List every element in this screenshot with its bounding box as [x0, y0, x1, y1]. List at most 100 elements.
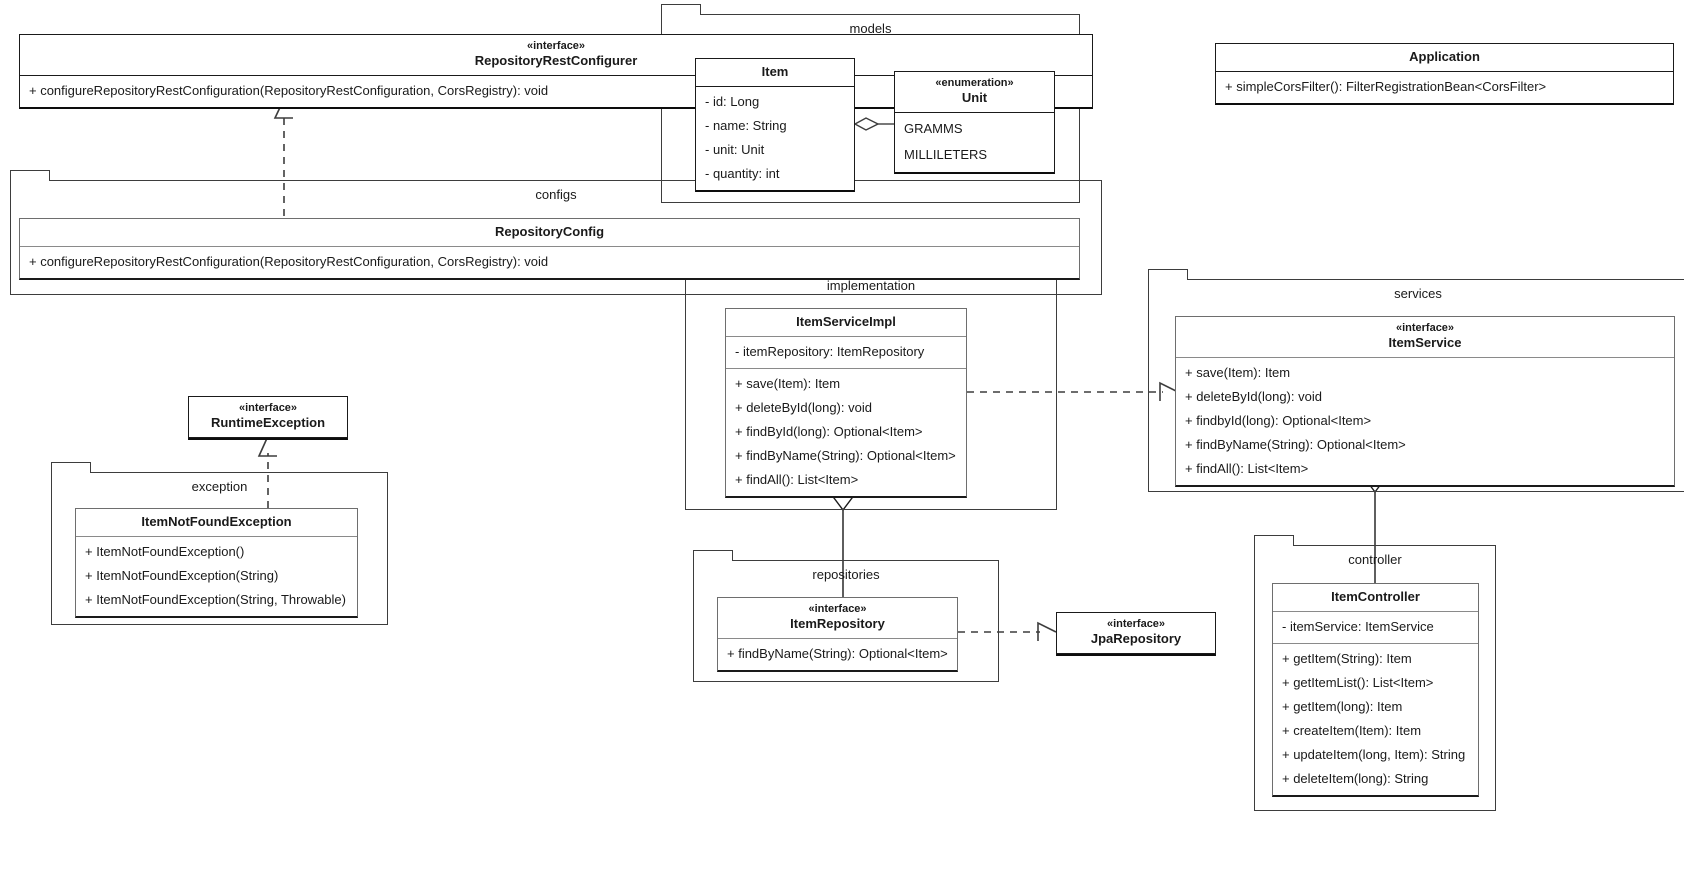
package-label: models — [849, 21, 892, 36]
class-title: RuntimeException — [210, 415, 326, 430]
operation-item: + deleteItem(long): String — [1282, 771, 1429, 786]
class-header: «interface» JpaRepository — [1057, 613, 1215, 654]
class-title: ItemRepository — [790, 616, 885, 631]
operations-compartment: + save(Item): Item + deleteById(long): v… — [1176, 358, 1674, 485]
package-tab — [51, 462, 91, 473]
operations-compartment: + configureRepositoryRestConfiguration(R… — [20, 76, 1092, 107]
attributes-compartment: - id: Long - name: String - unit: Unit -… — [696, 87, 854, 190]
class-item-repository[interactable]: «interface» ItemRepository + findByName(… — [717, 597, 958, 672]
class-title: ItemService — [1388, 335, 1462, 350]
attribute-item: - unit: Unit — [705, 142, 765, 157]
class-header: ItemController — [1273, 584, 1478, 612]
interface-stereotype-label: «interface» — [238, 402, 298, 414]
class-title: ItemServiceImpl — [796, 314, 896, 329]
class-header: Item — [696, 59, 854, 87]
class-header: «interface» RepositoryRestConfigurer — [20, 35, 1092, 76]
package-label: implementation — [826, 278, 916, 293]
class-title: RepositoryConfig — [494, 224, 605, 239]
operations-compartment: + configureRepositoryRestConfiguration(R… — [20, 247, 1079, 278]
operations-compartment: + ItemNotFoundException() + ItemNotFound… — [76, 537, 357, 616]
operation-item: + configureRepositoryRestConfiguration(R… — [29, 254, 549, 269]
class-header: «interface» ItemService — [1176, 317, 1674, 358]
operation-item: + updateItem(long, Item): String — [1282, 747, 1466, 762]
operation-item: + getItemList(): List<Item> — [1282, 675, 1434, 690]
class-item-service[interactable]: «interface» ItemService + save(Item): It… — [1175, 316, 1675, 487]
class-header: Application — [1216, 44, 1673, 72]
operation-item: + configureRepositoryRestConfiguration(R… — [29, 83, 549, 98]
class-title: ItemController — [1331, 589, 1420, 604]
class-item-not-found-exception[interactable]: ItemNotFoundException + ItemNotFoundExce… — [75, 508, 358, 618]
operation-item: + simpleCorsFilter(): FilterRegistration… — [1225, 79, 1547, 94]
package-services[interactable]: services — [1148, 269, 1684, 492]
package-label: configs — [535, 187, 577, 202]
package-label: repositories — [812, 567, 880, 582]
operation-item: + ItemNotFoundException() — [85, 544, 245, 559]
class-item[interactable]: Item - id: Long - name: String - unit: U… — [695, 58, 855, 192]
class-unit-enumeration[interactable]: «enumeration» Unit GRAMMS MILLILETERS — [894, 71, 1055, 174]
operation-item: + findAll(): List<Item> — [735, 472, 859, 487]
interface-stereotype-label: «interface» — [526, 40, 586, 52]
package-label: controller — [1348, 552, 1402, 567]
operation-item: + save(Item): Item — [735, 376, 841, 391]
class-title: ItemNotFoundException — [141, 514, 292, 529]
class-repository-config[interactable]: RepositoryConfig + configureRepositoryRe… — [19, 218, 1080, 280]
operation-item: + deleteById(long): void — [1185, 389, 1322, 404]
attribute-item: - quantity: int — [705, 166, 780, 181]
interface-stereotype-label: «interface» — [1106, 618, 1166, 630]
class-header: «interface» RuntimeException — [189, 397, 347, 438]
package-label: exception — [191, 479, 248, 494]
class-title: Unit — [961, 90, 988, 105]
operations-compartment: + getItem(String): Item + getItemList():… — [1273, 643, 1478, 795]
enum-literal: GRAMMS — [904, 121, 963, 136]
interface-stereotype-label: «interface» — [1395, 322, 1455, 334]
package-configs[interactable]: configs — [10, 170, 1102, 295]
interface-stereotype-label: «interface» — [808, 603, 867, 615]
literals-compartment: GRAMMS MILLILETERS — [895, 113, 1054, 172]
class-header: ItemNotFoundException — [76, 509, 357, 537]
package-tab — [693, 550, 733, 561]
attribute-item: - itemRepository: ItemRepository — [735, 344, 925, 359]
class-title: Application — [1409, 49, 1480, 64]
operation-item: + findByName(String): Optional<Item> — [727, 646, 948, 661]
class-title: RepositoryRestConfigurer — [474, 53, 638, 68]
package-label: services — [1394, 286, 1442, 301]
operations-compartment: + simpleCorsFilter(): FilterRegistration… — [1216, 72, 1673, 103]
operation-item: + ItemNotFoundException(String) — [85, 568, 279, 583]
package-tab — [10, 170, 50, 181]
operation-item: + findByName(String): Optional<Item> — [1185, 437, 1406, 452]
class-item-service-impl[interactable]: ItemServiceImpl - itemRepository: ItemRe… — [725, 308, 967, 498]
class-header: RepositoryConfig — [20, 219, 1079, 247]
operation-item: + findAll(): List<Item> — [1185, 461, 1309, 476]
package-tab — [1254, 535, 1294, 546]
operations-compartment: + save(Item): Item + deleteById(long): v… — [726, 368, 966, 496]
operation-item: + findByName(String): Optional<Item> — [735, 448, 956, 463]
class-header: ItemServiceImpl — [726, 309, 966, 337]
class-title: Item — [761, 64, 789, 79]
attribute-item: - itemService: ItemService — [1282, 619, 1434, 634]
class-header: «enumeration» Unit — [895, 72, 1054, 113]
package-tab — [661, 4, 701, 15]
operation-item: + ItemNotFoundException(String, Throwabl… — [85, 592, 346, 607]
operation-item: + deleteById(long): void — [735, 400, 872, 415]
class-title: JpaRepository — [1090, 631, 1182, 646]
operation-item: + getItem(long): Item — [1282, 699, 1403, 714]
attributes-compartment: - itemRepository: ItemRepository — [726, 337, 966, 368]
class-application[interactable]: Application + simpleCorsFilter(): Filter… — [1215, 43, 1674, 105]
attribute-item: - id: Long — [705, 94, 760, 109]
attributes-compartment: - itemService: ItemService — [1273, 612, 1478, 643]
class-header: «interface» ItemRepository — [718, 598, 957, 639]
operation-item: + findById(long): Optional<Item> — [735, 424, 923, 439]
operation-item: + createItem(Item): Item — [1282, 723, 1422, 738]
attribute-item: - name: String — [705, 118, 787, 133]
package-repositories[interactable]: repositories — [693, 550, 999, 682]
enum-literal: MILLILETERS — [904, 147, 988, 162]
class-jpa-repository[interactable]: «interface» JpaRepository — [1056, 612, 1216, 656]
operations-compartment: + findByName(String): Optional<Item> — [718, 639, 957, 670]
class-item-controller[interactable]: ItemController - itemService: ItemServic… — [1272, 583, 1479, 797]
class-runtime-exception[interactable]: «interface» RuntimeException — [188, 396, 348, 440]
operation-item: + getItem(String): Item — [1282, 651, 1412, 666]
package-exception[interactable]: exception — [51, 462, 388, 625]
operation-item: + save(Item): Item — [1185, 365, 1291, 380]
package-tab — [1148, 269, 1188, 280]
